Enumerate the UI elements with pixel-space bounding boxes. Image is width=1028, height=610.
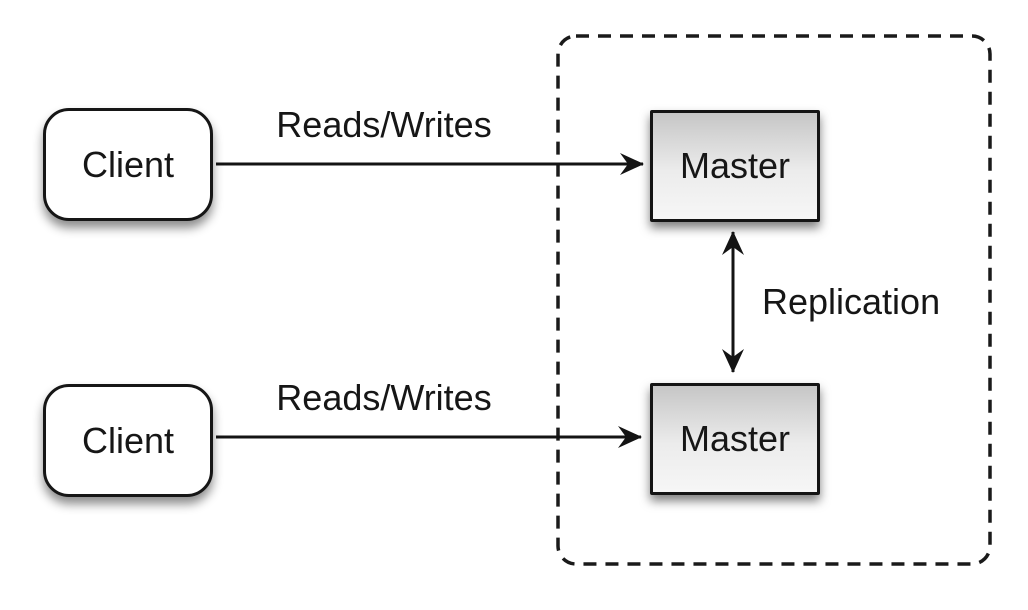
client-node-top: Client bbox=[43, 108, 213, 221]
master-node-bottom: Master bbox=[650, 383, 820, 495]
cluster-boundary bbox=[556, 34, 992, 566]
reads-writes-label-bottom: Reads/Writes bbox=[276, 377, 492, 418]
client-node-bottom: Client bbox=[43, 384, 213, 497]
master-node-bottom-label: Master bbox=[679, 418, 791, 459]
master-node-top: Master bbox=[650, 110, 820, 222]
client-node-top-label: Client bbox=[81, 143, 175, 185]
client-node-bottom-label: Client bbox=[81, 419, 175, 461]
reads-writes-label-top: Reads/Writes bbox=[276, 104, 492, 145]
replication-label: Replication bbox=[762, 281, 941, 322]
master-node-top-label: Master bbox=[679, 145, 791, 186]
